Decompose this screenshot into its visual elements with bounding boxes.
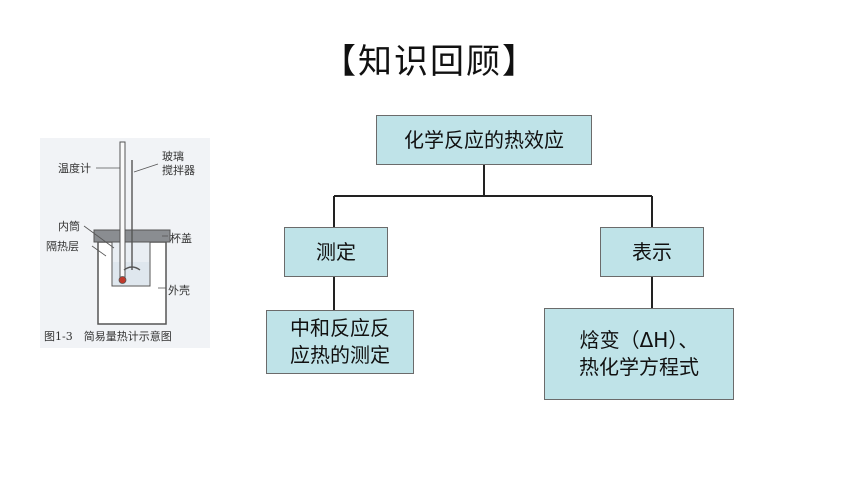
leaf-node-enthalpy: 焓变（ΔH）、 热化学方程式 xyxy=(544,308,734,400)
stirrer-label-line1: 玻璃 xyxy=(162,150,184,163)
leaf-node-enthalpy-line2: 热化学方程式 xyxy=(579,355,699,379)
calorimeter-figure: 温度计 玻璃 搅拌器 内筒 杯盖 隔热层 外壳 图1-3 简易量热计示意图 xyxy=(40,138,210,348)
outer-shell-label: 外壳 xyxy=(168,284,190,297)
leaf-node-neutralization: 中和反应反 应热的测定 xyxy=(266,310,414,374)
page-title: 【知识回顾】 xyxy=(322,42,538,82)
thermometer-label: 温度计 xyxy=(58,162,91,175)
leaf-node-enthalpy-line1: 焓变（ΔH）、 xyxy=(579,328,699,352)
branch-node-express-label: 表示 xyxy=(632,239,672,264)
figure-caption: 图1-3 简易量热计示意图 xyxy=(44,330,172,343)
stirrer-loop xyxy=(123,266,141,271)
insulation-label: 隔热层 xyxy=(46,240,79,253)
thermometer-bulb xyxy=(118,276,127,284)
branch-node-measure: 测定 xyxy=(284,227,388,277)
branch-node-measure-label: 测定 xyxy=(316,239,356,264)
stirrer-label-line2: 搅拌器 xyxy=(162,164,195,177)
branch-node-express: 表示 xyxy=(600,227,704,277)
lid-label: 杯盖 xyxy=(170,232,192,245)
root-node-label: 化学反应的热效应 xyxy=(404,127,564,152)
leaf-node-neutralization-line2: 应热的测定 xyxy=(290,343,390,367)
inner-cup-label: 内筒 xyxy=(58,220,80,233)
root-node: 化学反应的热效应 xyxy=(376,115,592,165)
leaf-node-neutralization-line1: 中和反应反 xyxy=(290,316,390,340)
calorimeter-drawing xyxy=(83,141,171,325)
